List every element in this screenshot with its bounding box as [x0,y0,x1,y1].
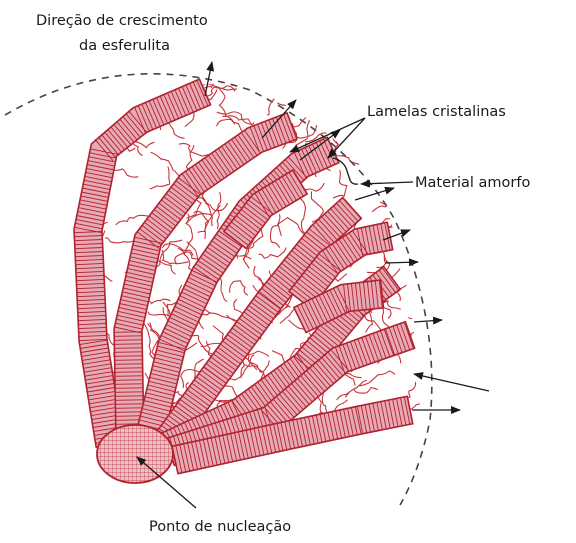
growth-arrow-3 [355,188,394,200]
crystalline-lamellae [74,79,415,474]
nucleation-point-marker [97,425,173,483]
growth-arrow-6 [414,320,442,322]
label-amorphous-material: Material amorfo [415,175,530,191]
pointer-boundary [414,374,489,391]
growth-arrow-5 [385,262,418,263]
label-nucleation-point: Ponto de nucleação [149,519,291,535]
label-growth-direction-line1: Direção de crescimento [36,13,208,29]
pointer-lamellae-2 [328,118,365,158]
label-growth-direction-line2: da esferulita [79,38,170,54]
label-crystalline-lamellae: Lamelas cristalinas [367,104,506,120]
